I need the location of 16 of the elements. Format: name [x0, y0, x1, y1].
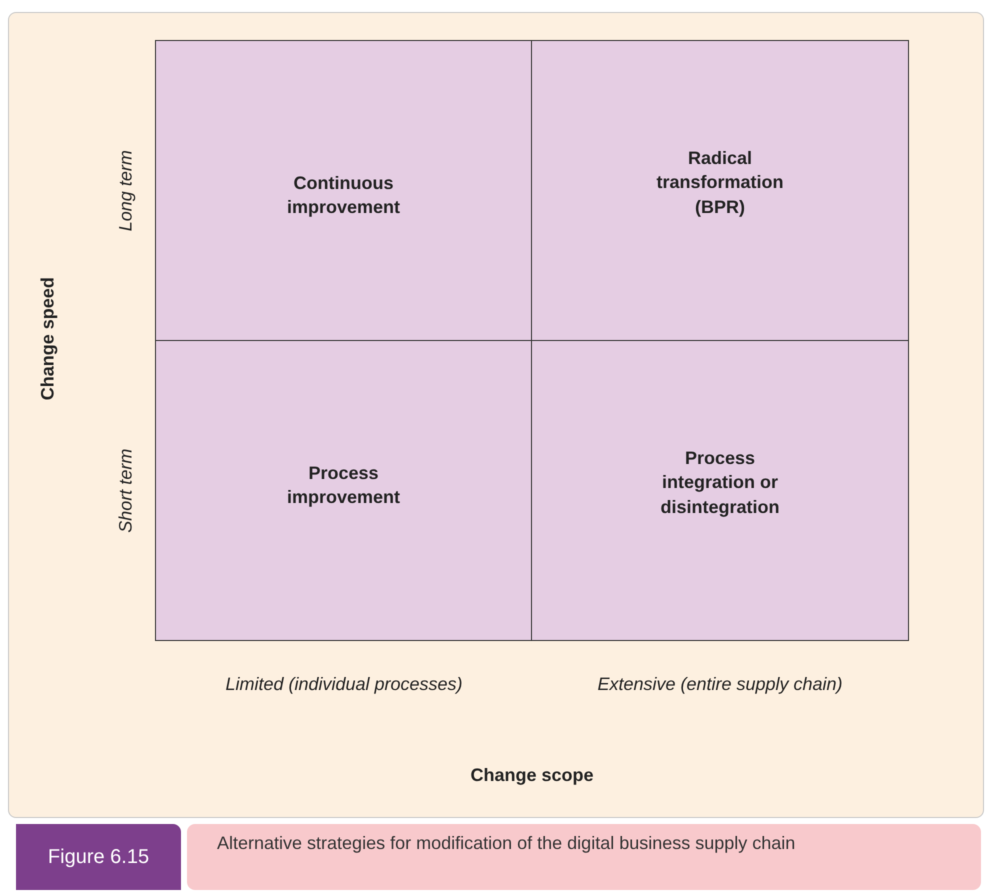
- quadrant-label: Continuous improvement: [286, 172, 402, 220]
- figure-number: Figure 6.15: [16, 824, 181, 890]
- quadrant-label: Process integration or disintegration: [659, 447, 780, 519]
- axis-tick-label: Short term: [114, 447, 136, 534]
- figure-caption: Alternative strategies for modification of the digital business supply chain: [187, 824, 981, 890]
- axis-tick-label: Extensive (entire supply chain): [596, 672, 844, 696]
- quadrant-cell: [531, 40, 909, 341]
- quadrant-cell: [155, 40, 532, 341]
- quadrant-label: Radical transformation (BPR): [655, 147, 784, 219]
- axis-tick-label: Limited (individual processes): [224, 672, 464, 696]
- quadrant-cell: [155, 340, 532, 641]
- quadrant-cell: [531, 340, 909, 641]
- axis-title: Change speed: [36, 276, 58, 402]
- quadrant-label: Process improvement: [286, 462, 402, 510]
- axis-tick-label: Long term: [114, 148, 136, 233]
- axis-title: Change scope: [469, 764, 595, 787]
